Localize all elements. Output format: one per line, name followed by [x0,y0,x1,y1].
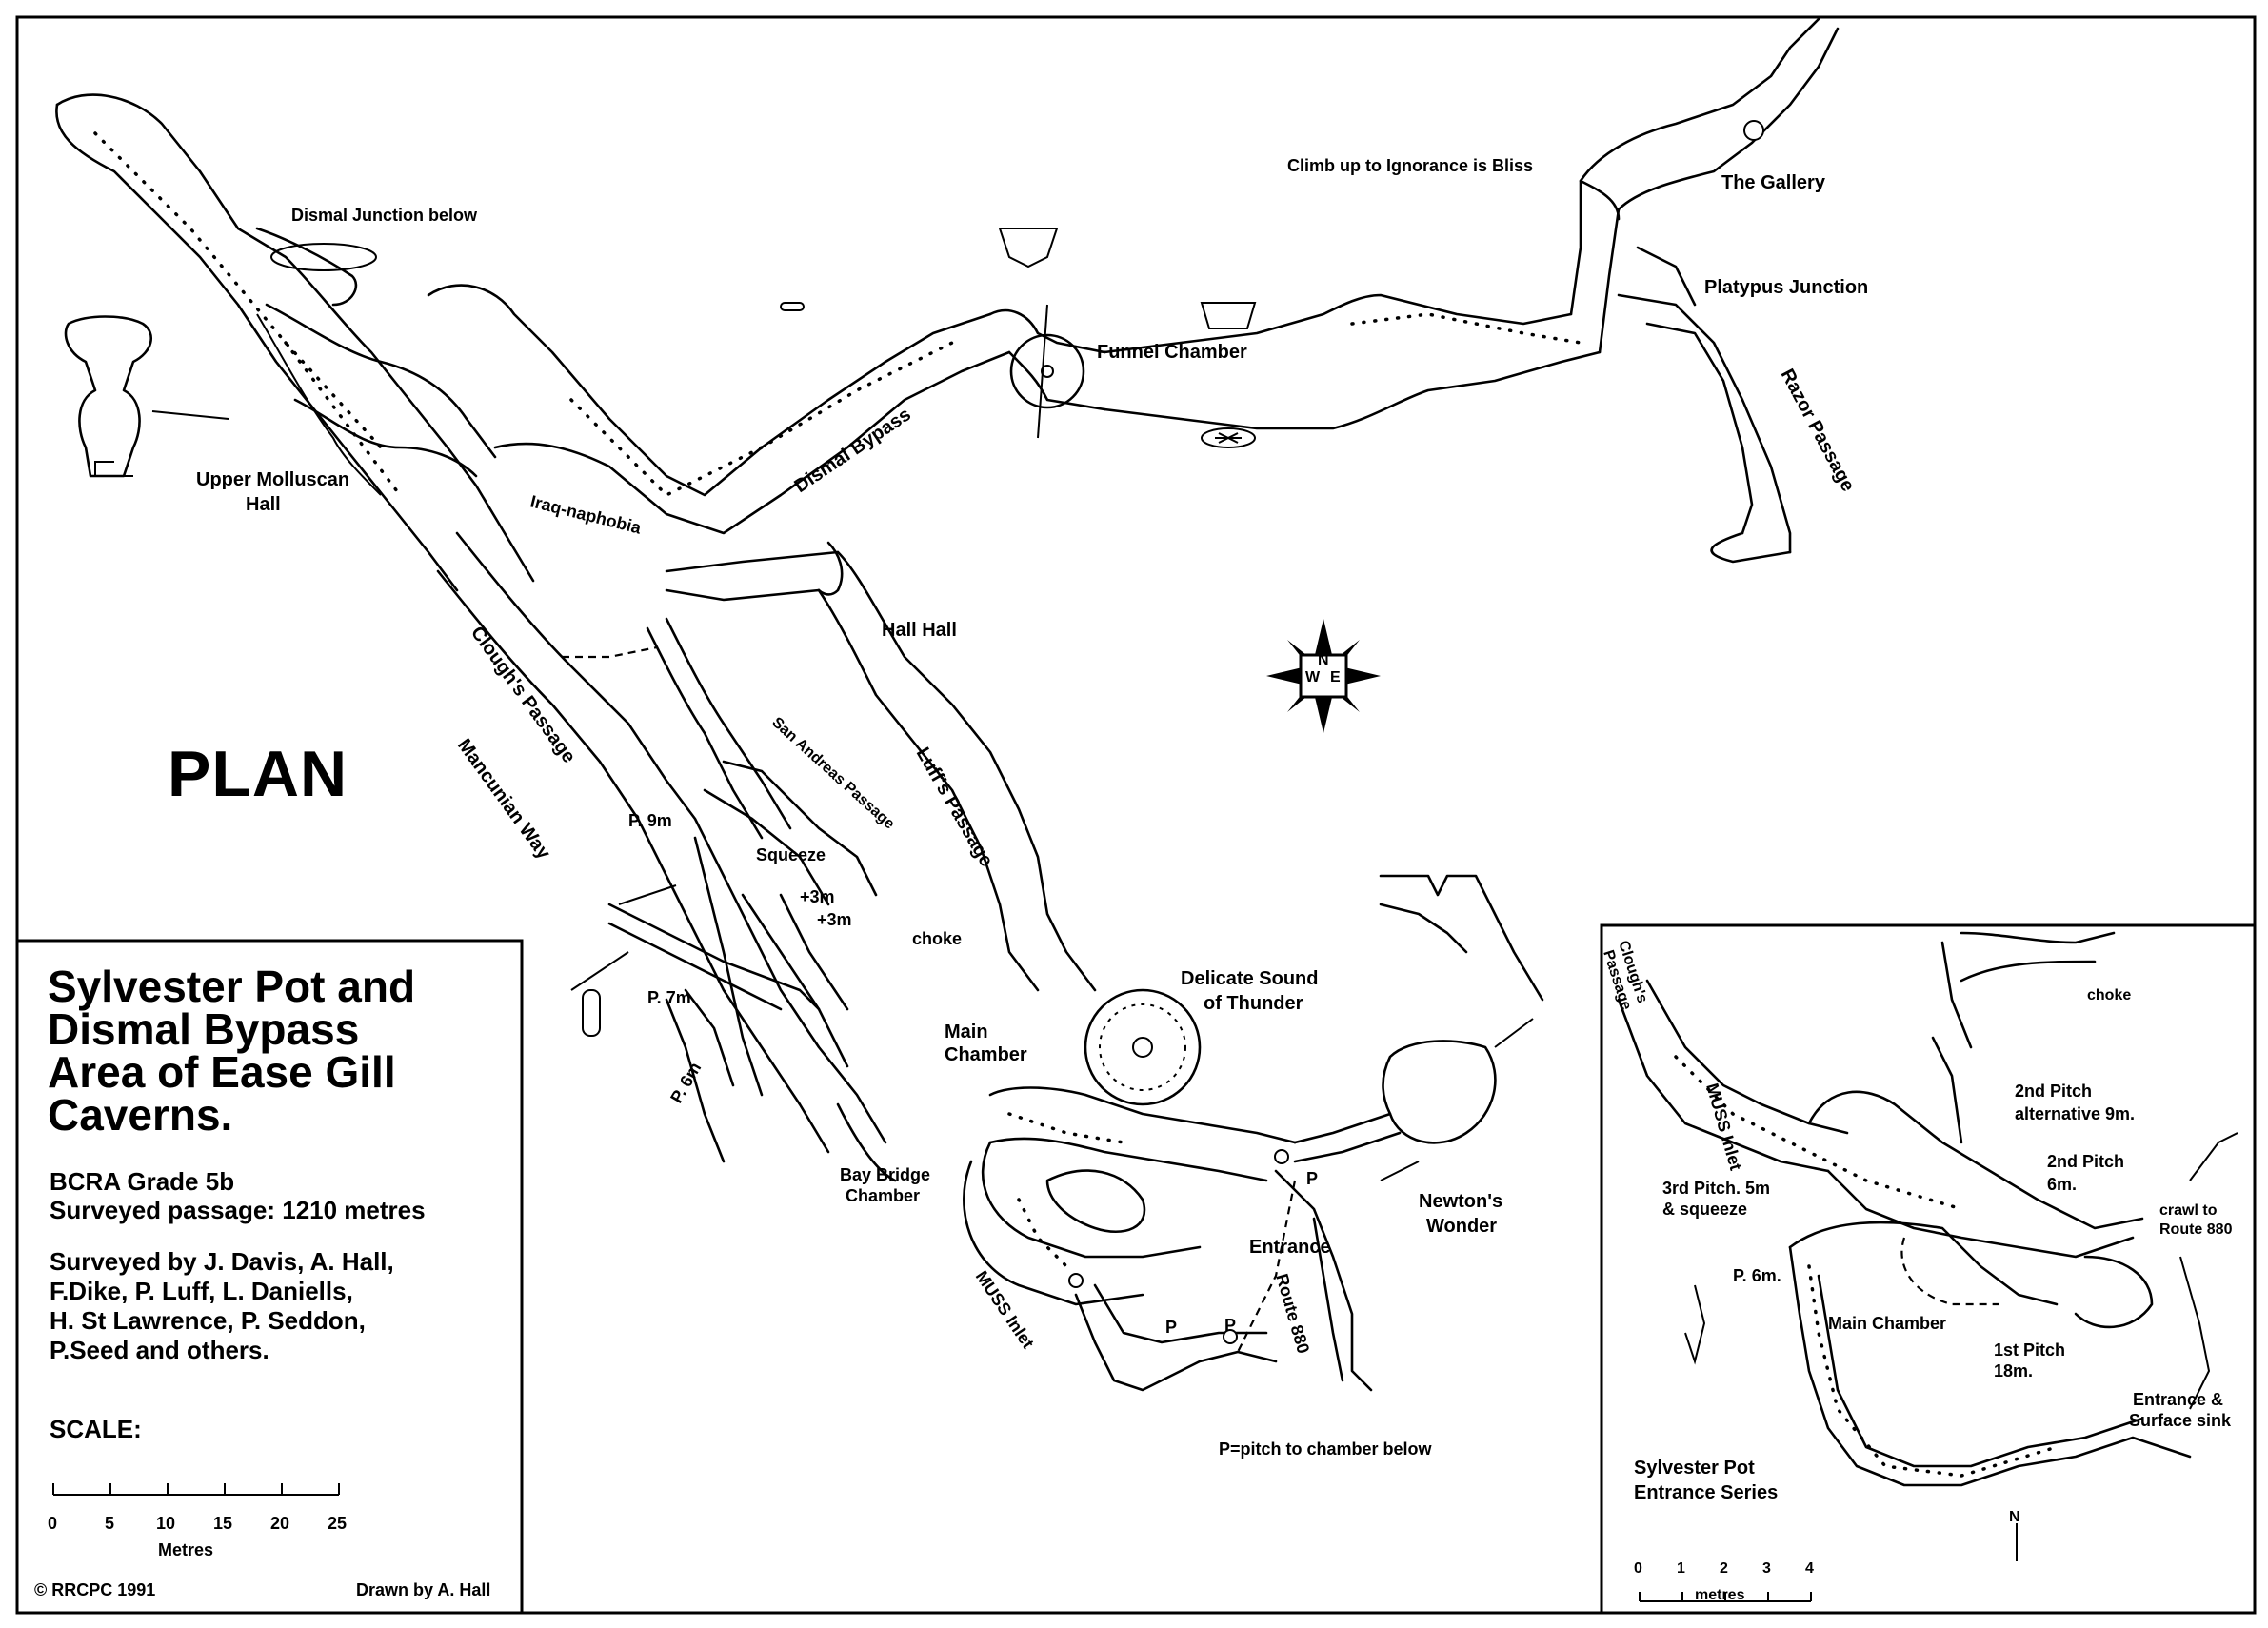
compass-w-label: W [1305,669,1321,685]
inset-scale-unit: metres [1695,1587,1745,1603]
label-pitch-p3: P [1224,1316,1236,1335]
label-muss-inlet: MUSS Inlet [972,1267,1038,1352]
label-iraq-naphobia: Iraq-naphobia [528,491,644,537]
label-mancunian-way: Mancunian Way [453,735,555,864]
inset-label-entrance-2: Surface sink [2129,1411,2232,1430]
label-route-880: Route 880 [1272,1272,1313,1356]
delicate-sound-chamber [1084,988,1202,1106]
scale-tick-5: 5 [105,1514,114,1533]
inset-label-p6m: P. 6m. [1733,1266,1781,1285]
inset-label-first-pitch-2: 18m. [1994,1361,2033,1380]
inset-label-crawl-1: crawl to [2159,1202,2218,1219]
label-pitch-p2: P [1165,1318,1177,1337]
surveyors: Surveyed by J. Davis, A. Hall, F.Dike, P… [50,1247,394,1364]
label-entrance: Entrance [1249,1237,1331,1258]
dismal-bypass-passage [427,228,1257,535]
label-razor-passage: Razor Passage [1777,366,1859,495]
inset-label-main-chamber: Main Chamber [1828,1314,1946,1333]
label-delicate-2: of Thunder [1204,993,1303,1014]
label-upper-molluscan-1: Upper Molluscan [196,469,349,490]
label-cloughs-passage: Clough's Passage [467,623,580,767]
upper-molluscan-passages [55,93,535,592]
main-chamber-complex [963,1086,1373,1392]
label-funnel-chamber: Funnel Chamber [1097,342,1247,363]
inset-label-series-2: Entrance Series [1634,1482,1778,1503]
map-border [15,15,2257,1615]
label-hall-hall: Hall Hall [882,620,957,641]
scale-tick-15: 15 [213,1514,232,1533]
inset-label-third-pitch-1: 3rd Pitch. 5m [1662,1179,1770,1198]
inset-label-north: N [2009,1509,2020,1525]
label-main-chamber-2: Chamber [945,1044,1027,1065]
scale-label: SCALE: [50,1415,142,1443]
upper-right-fragment [1379,874,1544,1002]
label-upper-molluscan-2: Hall [246,494,281,515]
scale-tick-0: 0 [48,1514,57,1533]
label-dismal-junction: Dismal Junction below [291,206,478,225]
inset-label-second-pitch-alt-1: 2nd Pitch [2015,1082,2092,1101]
inset-scale-1: 1 [1677,1560,1685,1577]
label-climb-up: Climb up to Ignorance is Bliss [1287,156,1533,175]
inset-panel [1600,923,2257,1615]
scale-unit: Metres [158,1540,213,1559]
gallery-platypus-passages [1103,17,1840,564]
luffs-passage [665,541,1097,992]
label-newtons-1: Newton's [1419,1191,1502,1212]
cloughs-mancunian-passages [436,531,897,1182]
inset-scale-3: 3 [1762,1560,1771,1577]
label-pitch-p1: P [1306,1169,1318,1188]
label-plus3m-a: +3m [800,887,835,906]
label-main-chamber-1: Main [945,1022,988,1042]
label-platypus-junction: Platypus Junction [1704,277,1868,298]
inset-scale-4: 4 [1805,1560,1814,1577]
label-plus3m-b: +3m [817,910,852,929]
inset-label-second-pitch-alt-2: alternative 9m. [2015,1104,2135,1123]
label-p9m: P. 9m [628,811,672,830]
compass-n-label: N [1318,652,1329,668]
surveyed-passage: Surveyed passage: 1210 metres [50,1196,426,1224]
compass-rose [1266,619,1381,733]
inset-label-third-pitch-2: & squeeze [1662,1200,1747,1219]
plan-title: PLAN [168,738,348,810]
label-choke: choke [912,929,962,948]
label-the-gallery: The Gallery [1721,172,1826,193]
inset-label-entrance-1: Entrance & [2133,1390,2223,1409]
copyright: © RRCPC 1991 [34,1580,155,1599]
scale-tick-20: 20 [270,1514,289,1533]
inset-label-second-pitch-2: 6m. [2047,1175,2077,1194]
label-pitch-note: P=pitch to chamber below [1219,1439,1433,1459]
survey-grade: BCRA Grade 5b [50,1167,235,1196]
survey-title: Sylvester Pot and Dismal Bypass Area of … [48,962,416,1140]
inset-scale-2: 2 [1720,1560,1728,1577]
compass-e-label: E [1330,669,1341,685]
inset-label-first-pitch-1: 1st Pitch [1994,1340,2065,1360]
drawn-by: Drawn by A. Hall [356,1580,490,1599]
label-delicate-1: Delicate Sound [1181,968,1318,989]
inset-label-second-pitch-1: 2nd Pitch [2047,1152,2124,1171]
scale-tick-25: 25 [328,1514,347,1533]
label-bay-bridge-2: Chamber [846,1186,920,1205]
inset-label-choke: choke [2087,987,2131,1003]
label-newtons-2: Wonder [1426,1216,1497,1237]
inset-label-crawl-2: Route 880 [2159,1221,2233,1238]
label-squeeze: Squeeze [756,845,826,864]
label-p7m: P. 7m [647,988,691,1007]
label-bay-bridge-1: Bay Bridge [840,1165,930,1184]
upper-molluscan-section [64,315,229,478]
label-san-andreas: San Andreas Passage [768,714,897,832]
newtons-wonder-chamber [1293,1018,1534,1181]
inset-label-series-1: Sylvester Pot [1634,1458,1755,1479]
info-panel-box [15,939,524,1615]
label-luffs-passage: Luff's Passage [912,745,997,871]
scale-tick-10: 10 [156,1514,175,1533]
inset-scale-0: 0 [1634,1560,1642,1577]
